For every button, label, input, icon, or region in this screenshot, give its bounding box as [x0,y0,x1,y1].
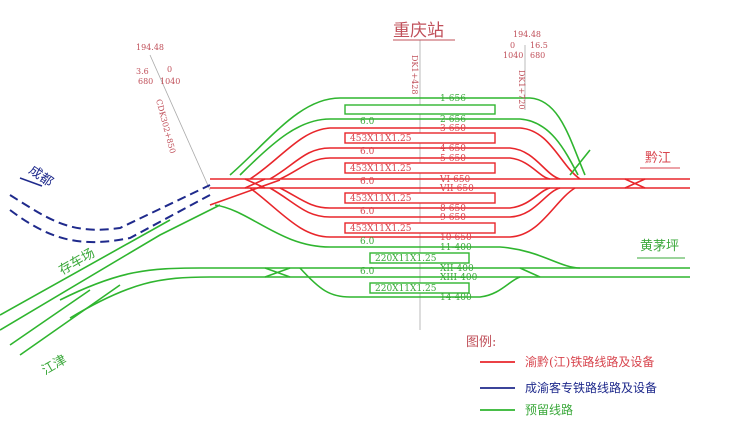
left-chainage: CDK302+850 [154,98,177,154]
spacing-label: 6.0 [360,117,375,127]
track-label: 8-650 [440,204,466,214]
platform-label: 220X11X1.25 [375,254,437,264]
platform-label: 220X11X1.25 [375,284,437,294]
center-chainage: DK1+428 [410,55,419,94]
track-label: 4-650 [440,144,466,154]
platform-label: 453X11X1.25 [350,194,412,204]
direction-huangmaoping: 黄茅坪 [640,239,679,254]
left-grade-a: 3.6 [136,67,149,76]
track-label: VII-650 [439,184,474,194]
spacing-label: 6.0 [360,147,375,157]
label-cunchechang: 存车场 [56,245,98,278]
right-length-b: 680 [530,51,545,60]
left-axis [149,54,211,191]
track-label: 3-650 [440,124,466,134]
platform-6 [369,252,470,264]
platform-label: 453X11X1.25 [350,164,412,174]
track-label: XII-400 [440,264,474,274]
right-elevation: 194.48 [513,30,541,39]
legend-item-blue: 成渝客专铁路线路及设备 [525,380,657,395]
direction-jiangjin: 江津 [40,352,70,378]
direction-qianjiang: 黔江 [645,151,671,166]
track-label: 2-656 [440,115,466,125]
spacing-label: 6.0 [360,207,375,217]
track-label: XIII-400 [440,273,478,283]
legend: 图例: 渝黔(江)铁路线路及设备 成渝客专铁路线路及设备 预留线路 [466,335,657,417]
platform-1 [344,104,496,115]
left-length-b: 1040 [160,77,180,86]
track-label: 11-400 [440,243,472,253]
red-tracks [209,127,690,238]
chengdu-arrow [19,177,43,187]
platform-label: 453X11X1.25 [350,224,412,234]
legend-item-red: 渝黔(江)铁路线路及设备 [525,354,654,369]
platform-5 [344,222,496,234]
right-grade-b: 16.5 [530,41,548,50]
spacing-label: 6.0 [360,267,375,277]
spacing-label: 6.0 [360,237,375,247]
right-grade-a: 0 [510,41,515,50]
platform-3 [344,162,496,174]
blue-track-2 [9,194,211,244]
left-elevation: 194.48 [136,43,164,52]
blue-track-1 [9,184,211,231]
platform-4 [344,192,496,204]
platform-2 [344,132,496,144]
platform-7 [369,282,470,294]
right-length-a: 1040 [503,51,523,60]
legend-title: 图例: [466,335,496,350]
legend-item-green: 预留线路 [525,402,573,417]
left-grade-b: 0 [167,65,172,74]
track-label: 9-650 [440,213,466,223]
track-label: 14-400 [440,293,472,303]
green-tracks [0,97,690,356]
track-label: 10-650 [440,233,472,243]
left-length-a: 680 [138,77,153,86]
track-label: 5-650 [440,154,466,164]
platform-label: 453X11X1.25 [350,134,412,144]
station-title: 重庆站 [393,21,444,41]
spacing-label: 6.0 [360,177,375,187]
track-label: 1-656 [440,94,466,104]
right-chainage: DK1+720 [517,70,526,109]
track-label: VI-650 [439,175,471,185]
